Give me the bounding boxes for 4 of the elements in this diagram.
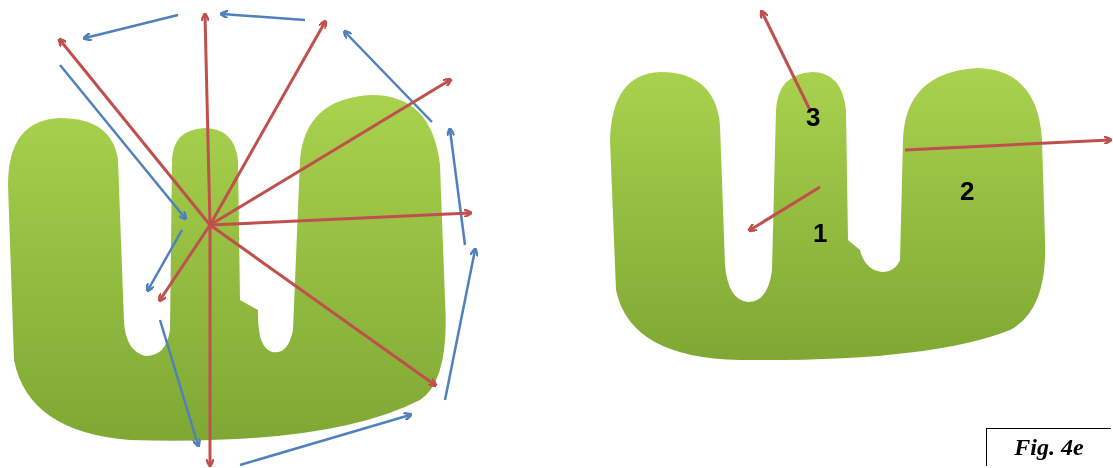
region-number: 2: [960, 178, 975, 204]
figure-caption: Fig. 4e: [986, 428, 1111, 466]
region-number: 3: [806, 104, 821, 130]
region-number: 1: [813, 220, 828, 246]
